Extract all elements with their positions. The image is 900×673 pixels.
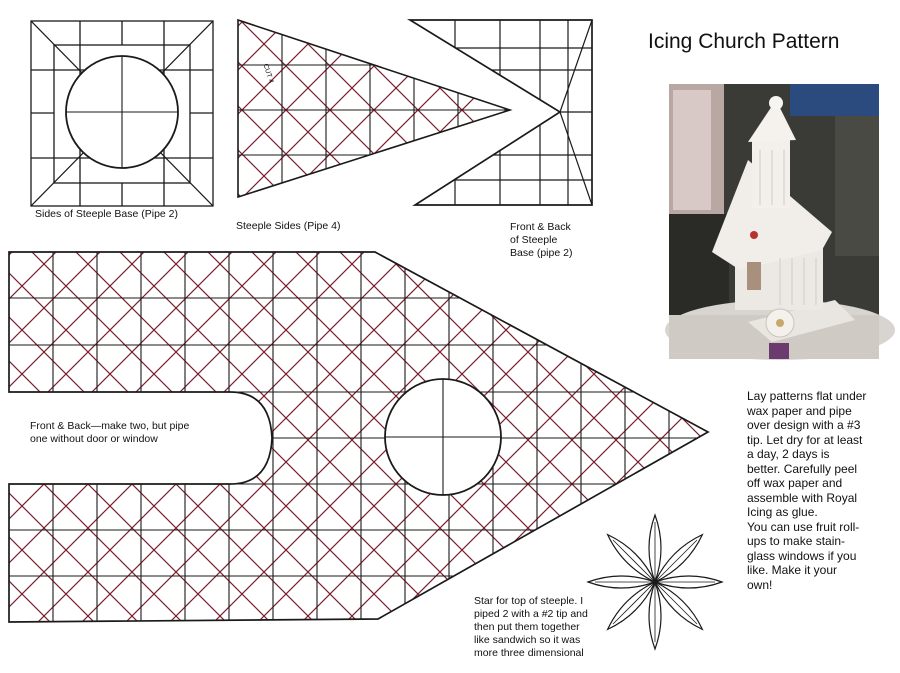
front-back-label-line: one without door or window — [30, 433, 158, 445]
instruction-line: tip. Let dry for at least — [747, 432, 863, 447]
star-label-line: Star for top of steeple. I — [474, 595, 584, 607]
instruction-line: over design with a #3 — [747, 418, 861, 432]
instruction-line: own! — [747, 577, 773, 592]
page-title: Icing Church Pattern — [648, 30, 840, 53]
steeple-base-sides-label: Sides of Steeple Base (Pipe 2) — [35, 208, 179, 220]
steeple-base-side-pattern — [30, 20, 214, 207]
star-label-line: piped 2 with a #2 tip and — [474, 608, 588, 620]
steeple-sides-label: Steeple Sides (Pipe 4) — [236, 220, 341, 232]
front-back-base-label-line: Base (pipe 2) — [510, 247, 573, 259]
front-back-base-label-line: of Steeple — [510, 234, 558, 246]
front-back-label-line: Front & Back—make two, but pipe — [30, 420, 190, 432]
instruction-line: better. Carefully peel — [747, 461, 858, 476]
church-photo — [665, 84, 895, 360]
instruction-line: a day, 2 days is — [747, 447, 830, 461]
star-label-line: more three dimensional — [474, 647, 584, 659]
instruction-line: like. Make it your — [747, 563, 838, 577]
instruction-line: off wax paper and — [747, 476, 843, 490]
steeple-side-pattern — [237, 18, 513, 199]
front-back-base-label: Front & Back of Steeple Base (pipe 2) — [510, 221, 572, 260]
instruction-line: Icing as glue. — [747, 505, 818, 519]
instruction-line: glass windows if you — [747, 548, 857, 563]
instruction-line: wax paper and pipe — [747, 403, 852, 418]
star-label-line: then put them together — [474, 621, 580, 633]
instructions-text: Lay patterns flat under wax paper and pi… — [747, 389, 897, 592]
instruction-line: Lay patterns flat under — [747, 389, 867, 403]
front-back-label: Front & Back—make two, but pipe one with… — [30, 420, 189, 446]
front-back-base-label-line: Front & Back — [510, 221, 571, 233]
steeple-base-front-pattern — [406, 19, 593, 206]
star-label: Star for top of steeple. I piped 2 with … — [474, 595, 588, 660]
instruction-line: assemble with Royal — [747, 490, 858, 505]
instruction-line: ups to make stain- — [747, 534, 846, 548]
star-pattern — [586, 513, 724, 651]
instruction-line: You can use fruit roll- — [747, 519, 860, 534]
star-label-line: like sandwich so it was — [474, 634, 581, 646]
